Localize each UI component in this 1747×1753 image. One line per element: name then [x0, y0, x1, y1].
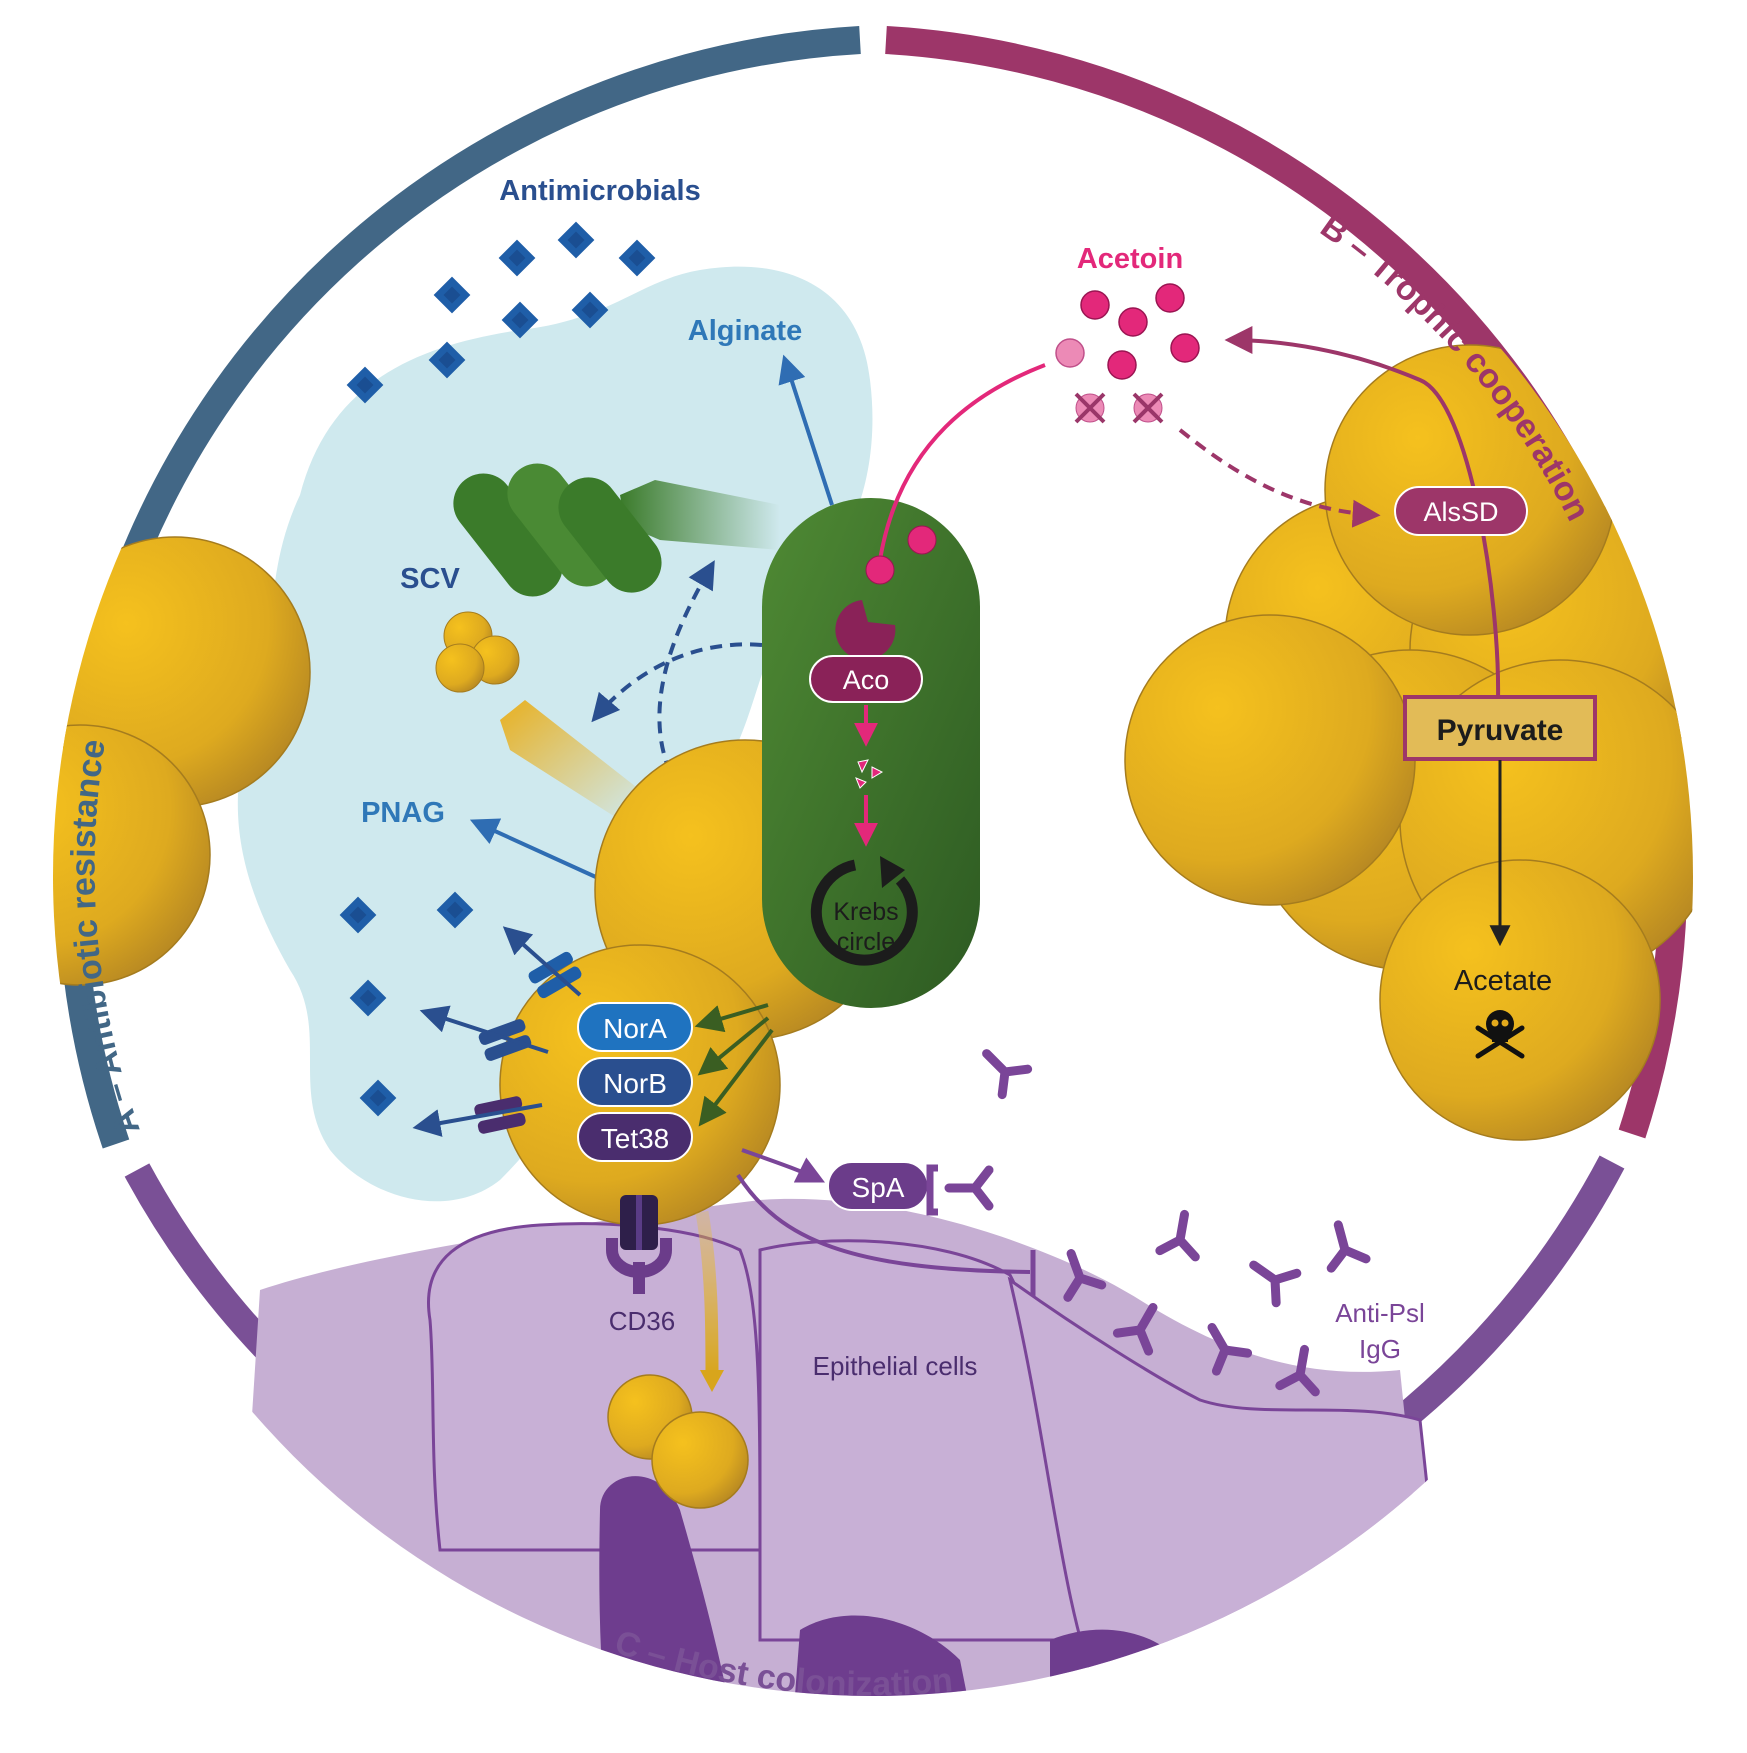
nucleus-mid — [790, 1615, 980, 1696]
alssd-dashed-arrow — [1178, 428, 1381, 528]
aco-enzyme-icon — [835, 600, 896, 660]
acetoin-pool — [1055, 283, 1200, 380]
antimicrobial-icon — [433, 276, 471, 314]
antibody-icon — [949, 1170, 989, 1206]
alssd-badge — [1394, 486, 1528, 536]
efflux-arrow-2 — [419, 1005, 549, 1054]
alssd-label: AlsSD — [1423, 497, 1498, 527]
krebs-label-1: Krebs — [833, 898, 898, 926]
antimicrobial-icon — [498, 239, 536, 277]
acetoin-uptake-line — [878, 363, 1046, 561]
krebs-cycle-arrowhead — [880, 856, 905, 888]
acetoin-molecule — [865, 555, 895, 585]
nucleus-right — [1050, 1629, 1190, 1696]
scv-induction-arrow-2 — [591, 642, 763, 723]
spa-arrow — [741, 1148, 826, 1183]
krebs-cycle-icon — [810, 859, 918, 966]
staph-left-2 — [53, 724, 211, 986]
induction-arrow-norb — [697, 1016, 770, 1076]
scv-pseudomonas-cluster — [453, 463, 662, 597]
efflux-pump-tet38 — [474, 1096, 526, 1134]
norb-badge — [577, 1057, 693, 1107]
pseudomonas-trail — [620, 480, 780, 550]
tet38-label: Tet38 — [601, 1123, 670, 1154]
aco-label: Aco — [843, 665, 890, 695]
alginate-label: Alginate — [688, 315, 802, 347]
antimicrobial-icon — [557, 221, 595, 259]
norb-label: NorB — [603, 1068, 667, 1099]
scv-induction-arrow — [657, 560, 715, 773]
spa-label: SpA — [852, 1172, 905, 1203]
efflux-arrow-1 — [502, 926, 582, 997]
induction-arrow-nora — [694, 1003, 769, 1033]
acetoin-depleted-icon — [1074, 392, 1164, 424]
internalization-trail — [695, 1210, 719, 1376]
pyruvate-to-acetoin-arrow — [1224, 326, 1501, 701]
scv-staph-cluster — [435, 611, 520, 693]
scv-label: SCV — [400, 563, 460, 595]
skull-crossbones-icon — [1475, 1010, 1525, 1059]
epithelial-cells-label: Epithelial cells — [813, 1351, 978, 1381]
acetoin-label: Acetoin — [1077, 243, 1183, 275]
internalization-arrowhead — [700, 1370, 724, 1392]
acetate-label: Acetate — [1454, 965, 1552, 997]
nora-label: NorA — [603, 1013, 667, 1044]
spa-binding-bracket — [926, 1164, 938, 1216]
aco-badge — [809, 655, 923, 703]
staph-acetate — [1379, 859, 1661, 1141]
antimicrobial-icon — [618, 239, 656, 277]
pyruvate-box — [1403, 695, 1597, 761]
krebs-label-2: circle — [837, 928, 895, 956]
cd36-label: CD36 — [609, 1306, 675, 1336]
pyruvate-label: Pyruvate — [1437, 714, 1564, 747]
inhibition-line — [736, 1173, 1031, 1274]
degradation-fragments-icon — [855, 759, 884, 789]
acetoin-molecule — [907, 525, 937, 555]
antibody-icon — [974, 1041, 1028, 1095]
nora-badge — [577, 1002, 693, 1052]
anti-psl-label-1: Anti-Psl — [1335, 1298, 1425, 1328]
anti-psl-label-2: IgG — [1359, 1334, 1401, 1364]
pseudomonas-cell — [762, 498, 980, 1008]
efflux-arrow-3 — [412, 1103, 543, 1137]
induction-arrow-tet38 — [698, 1028, 774, 1127]
antimicrobials-label: Antimicrobials — [499, 175, 700, 207]
staph-right-5 — [1124, 614, 1416, 906]
internalized-staph-2 — [651, 1411, 749, 1509]
pnag-arrow — [469, 818, 599, 880]
alginate-arrow — [778, 354, 834, 506]
tet38-badge — [577, 1112, 693, 1162]
cd36-receptor-icon — [606, 1195, 672, 1294]
pnag-label: PNAG — [361, 797, 445, 829]
staph-trail — [500, 700, 640, 820]
